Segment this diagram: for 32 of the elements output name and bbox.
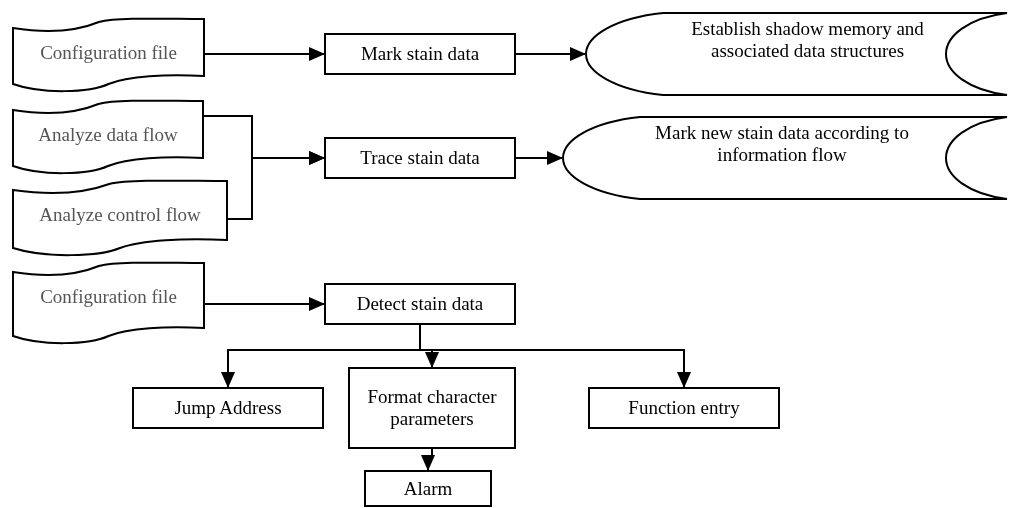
arrow <box>515 47 586 61</box>
arrow <box>515 151 563 165</box>
document-shape <box>12 262 205 346</box>
stored-data-shape <box>585 12 1008 96</box>
process-label: Mark stain data <box>359 43 481 65</box>
process-label: Function entry <box>627 397 741 419</box>
document-shape <box>12 180 228 258</box>
process-box <box>324 33 516 75</box>
document-shape <box>12 100 204 176</box>
process-label: Detect stain data <box>355 293 485 315</box>
stored-data-label: Mark new stain data according to information flow <box>654 122 910 166</box>
process-label: Trace stain data <box>359 147 481 169</box>
process-box <box>588 387 780 429</box>
process-label: Alarm <box>402 477 454 500</box>
process-box <box>324 137 516 179</box>
arrow <box>204 297 325 311</box>
process-box <box>132 387 324 429</box>
process-box <box>364 470 492 507</box>
process-box <box>348 367 516 449</box>
arrow <box>227 151 325 220</box>
arrow <box>204 47 325 61</box>
stored-data-label: Establish shadow memory and associated data structures <box>690 18 925 62</box>
process-label: Format character parameters <box>366 386 498 430</box>
arrow <box>421 448 435 471</box>
document-shape <box>12 18 205 94</box>
process-box <box>324 283 516 325</box>
document-label: Analyze data flow <box>37 124 179 146</box>
document-label: Configuration file <box>39 286 178 308</box>
process-label: Jump Address <box>173 397 283 419</box>
document-label: Analyze control flow <box>38 204 202 226</box>
document-label: Configuration file <box>39 42 178 64</box>
stored-data-shape <box>562 116 1008 200</box>
